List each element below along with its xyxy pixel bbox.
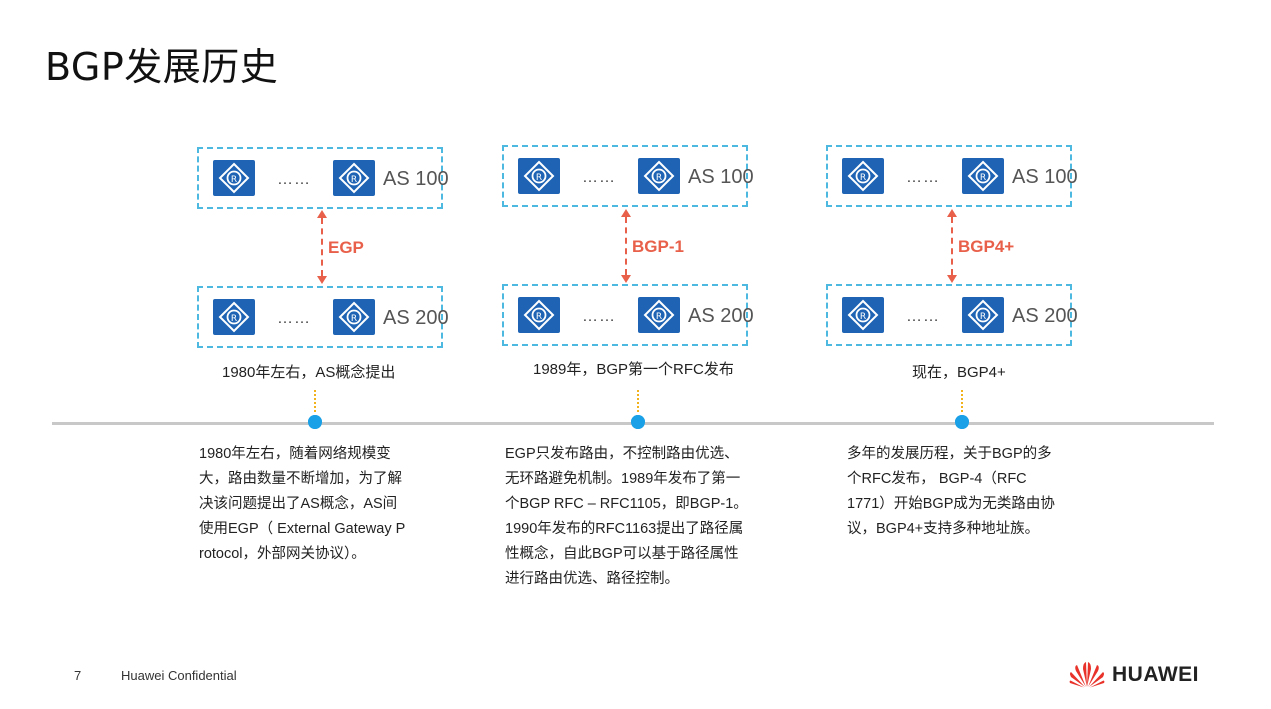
svg-text:R: R — [860, 173, 866, 183]
router-icon: R — [213, 160, 255, 196]
as-label: AS 200 — [1012, 305, 1078, 327]
desc-line: 1980年左右，随着网络规模变 — [199, 446, 391, 462]
router-icon: R — [333, 299, 375, 335]
as-label: AS 200 — [383, 307, 449, 329]
up-arrow-icon — [621, 209, 631, 217]
desc-line: 使用EGP（ External Gateway P — [199, 521, 406, 537]
ellipsis: …… — [582, 308, 616, 325]
svg-text:R: R — [980, 312, 986, 322]
as-label: AS 100 — [1012, 166, 1078, 188]
timeline-tick — [637, 390, 639, 412]
svg-text:R: R — [656, 312, 662, 322]
milestone-description: EGP只发布路由，不控制路由优选、 无环路避免机制。1989年发布了第一 个BG… — [505, 442, 748, 592]
router-icon: R — [638, 297, 680, 333]
svg-text:R: R — [536, 312, 542, 322]
timeline-dot — [308, 415, 322, 429]
as-label: AS 200 — [688, 305, 754, 327]
milestone-caption: 现在，BGP4+ — [912, 364, 1006, 381]
as-box-top: R …… R AS 100 — [502, 145, 754, 207]
svg-text:R: R — [351, 314, 357, 324]
desc-line: 无环路避免机制。1989年发布了第一 — [505, 471, 741, 487]
desc-line: 决该问题提出了AS概念，AS间 — [199, 496, 398, 512]
router-icon: R — [518, 297, 560, 333]
router-icon: R — [842, 158, 884, 194]
down-arrow-icon — [317, 276, 327, 284]
confidential-label: Huawei Confidential — [121, 668, 237, 683]
timeline-dot — [631, 415, 645, 429]
desc-line: 1771）开始BGP成为无类路由协 — [847, 496, 1055, 512]
protocol-label: EGP — [328, 238, 364, 257]
connector-line — [625, 217, 627, 275]
down-arrow-icon — [947, 275, 957, 283]
desc-line: rotocol，外部网关协议）。 — [199, 546, 366, 562]
desc-line: 1990年发布的RFC1163提出了路径属 — [505, 521, 744, 537]
desc-line: 大，路由数量不断增加，为了解 — [199, 471, 402, 487]
as-box-bottom: R …… R AS 200 — [197, 286, 449, 348]
desc-line: 进行路由优选、路径控制。 — [505, 571, 679, 587]
router-icon: R — [842, 297, 884, 333]
timeline-tick — [961, 390, 963, 412]
svg-text:R: R — [656, 173, 662, 183]
router-icon: R — [213, 299, 255, 335]
down-arrow-icon — [621, 275, 631, 283]
ellipsis: …… — [582, 169, 616, 186]
ellipsis: …… — [906, 169, 940, 186]
svg-text:R: R — [231, 314, 237, 324]
milestone-caption: 1989年，BGP第一个RFC发布 — [533, 361, 734, 378]
huawei-logo-icon — [1068, 659, 1106, 689]
router-icon: R — [638, 158, 680, 194]
router-icon: R — [962, 297, 1004, 333]
milestone-caption: 1980年左右，AS概念提出 — [222, 364, 396, 381]
desc-line: EGP只发布路由，不控制路由优选、 — [505, 446, 739, 462]
timeline-tick — [314, 390, 316, 412]
page-title: BGP发展历史 — [45, 45, 279, 89]
ellipsis: …… — [277, 171, 311, 188]
protocol-label: BGP4+ — [958, 237, 1015, 256]
as-box-top: R …… R AS 100 — [826, 145, 1078, 207]
milestone-description: 多年的发展历程，关于BGP的多 个RFC发布， BGP-4（RFC 1771）开… — [847, 442, 1055, 542]
router-icon: R — [962, 158, 1004, 194]
page-number: 7 — [74, 668, 82, 683]
milestone-description: 1980年左右，随着网络规模变 大，路由数量不断增加，为了解 决该问题提出了AS… — [199, 442, 405, 567]
protocol-label: BGP-1 — [632, 237, 684, 256]
as-label: AS 100 — [688, 166, 754, 188]
desc-line: 议，BGP4+支持多种地址族。 — [847, 521, 1040, 537]
up-arrow-icon — [947, 209, 957, 217]
svg-text:R: R — [231, 175, 237, 185]
ellipsis: …… — [277, 310, 311, 327]
as-box-bottom: R …… R AS 200 — [502, 284, 754, 346]
svg-text:R: R — [980, 173, 986, 183]
up-arrow-icon — [317, 210, 327, 218]
router-icon: R — [518, 158, 560, 194]
desc-line: 多年的发展历程，关于BGP的多 — [847, 446, 1052, 462]
desc-line: 个RFC发布， BGP-4（RFC — [847, 471, 1027, 487]
svg-text:R: R — [536, 173, 542, 183]
connector-line — [321, 218, 323, 276]
desc-line: 个BGP RFC – RFC1105，即BGP-1。 — [505, 496, 748, 512]
brand-name: HUAWEI — [1112, 663, 1199, 686]
desc-line: 性概念，自此BGP可以基于路径属性 — [505, 546, 739, 562]
as-box-top: R …… R AS 100 — [197, 147, 449, 209]
router-icon: R — [333, 160, 375, 196]
timeline-dot — [955, 415, 969, 429]
as-label: AS 100 — [383, 168, 449, 190]
svg-text:R: R — [351, 175, 357, 185]
svg-text:R: R — [860, 312, 866, 322]
connector-line — [951, 217, 953, 275]
as-box-bottom: R …… R AS 200 — [826, 284, 1078, 346]
ellipsis: …… — [906, 308, 940, 325]
